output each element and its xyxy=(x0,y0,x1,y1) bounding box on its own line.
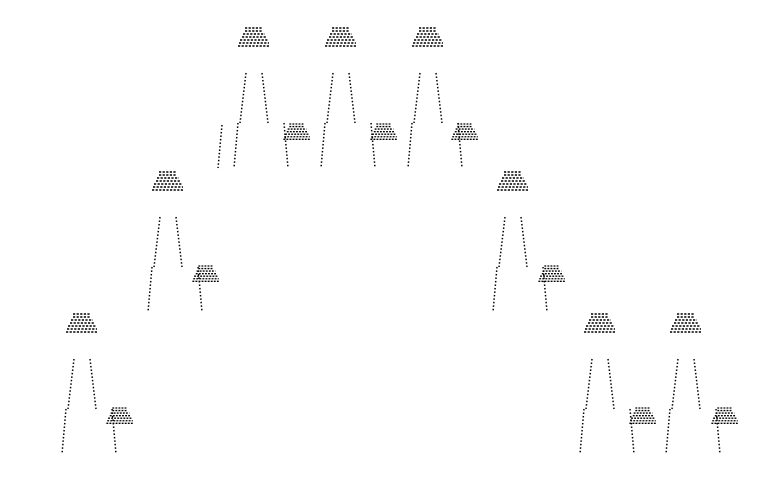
top-unit-1-right-leg xyxy=(261,72,269,124)
bottom-left-unit-left-leg xyxy=(67,358,75,410)
top-unit-2-left-leg xyxy=(326,72,334,124)
top-unit-2-left-leg-2 xyxy=(320,122,326,169)
top-unit-3-tower xyxy=(412,27,444,47)
top-unit-1-tower xyxy=(238,27,270,47)
bottom-right-end-tower xyxy=(711,407,739,424)
top-mid-tower-2 xyxy=(370,123,398,140)
mid-left-unit-right-leg-2 xyxy=(197,266,203,313)
bottom-right-unit-1-left-leg xyxy=(585,358,593,410)
top-unit-2-tower xyxy=(325,27,357,47)
top-unit-1-left-leg-2 xyxy=(233,122,239,169)
mid-left-unit-left-leg-2 xyxy=(147,266,153,313)
top-unit-3-left-leg xyxy=(413,72,421,124)
mid-left-unit-tower xyxy=(152,171,184,191)
bottom-right-unit-1-tower xyxy=(584,313,616,333)
top-unit-2-right-leg xyxy=(348,72,356,124)
top-unit-3-right-leg xyxy=(435,72,443,124)
mid-left-unit-left-leg xyxy=(153,216,161,268)
top-unit-3-left-leg-2 xyxy=(407,122,413,169)
bottom-right-mid-tower xyxy=(629,407,657,424)
mid-right-unit-left-leg xyxy=(498,216,506,268)
mid-right-unit-tower xyxy=(497,171,529,191)
top-unit-1-right-leg-2 xyxy=(283,122,289,169)
fractal-marks xyxy=(61,27,739,455)
bottom-right-unit-2-left-leg xyxy=(671,358,679,410)
bottom-right-unit-1-right-leg xyxy=(607,358,615,410)
mid-right-small-tower xyxy=(538,265,566,282)
top-right-small-tower xyxy=(451,123,479,140)
top-left-outer-leg xyxy=(217,124,223,169)
bottom-right-unit-2-left-leg-2 xyxy=(665,408,671,455)
bottom-left-unit-tower xyxy=(66,313,98,333)
bottom-right-unit-2-tower xyxy=(670,313,702,333)
bottom-right-unit-2-right-leg-2 xyxy=(715,408,721,455)
bottom-right-unit-1-left-leg-2 xyxy=(579,408,585,455)
bottom-right-unit-2-right-leg xyxy=(693,358,701,410)
bottom-left-unit-right-leg xyxy=(89,358,97,410)
mid-left-small-tower xyxy=(192,265,220,282)
top-mid-tower-1 xyxy=(283,123,311,140)
bottom-left-unit-left-leg-2 xyxy=(61,408,67,455)
bottom-left-unit-right-leg-2 xyxy=(111,408,117,455)
mid-right-unit-right-leg-2 xyxy=(542,266,548,313)
top-unit-3-right-leg-2 xyxy=(457,122,463,169)
top-unit-1-left-leg xyxy=(239,72,247,124)
bottom-right-unit-1-right-leg-2 xyxy=(629,408,635,455)
mid-right-unit-left-leg-2 xyxy=(492,266,498,313)
top-unit-2-right-leg-2 xyxy=(370,122,376,169)
mid-left-unit-right-leg xyxy=(175,216,183,268)
bottom-left-small-tower xyxy=(106,407,134,424)
mid-right-unit-right-leg xyxy=(520,216,528,268)
